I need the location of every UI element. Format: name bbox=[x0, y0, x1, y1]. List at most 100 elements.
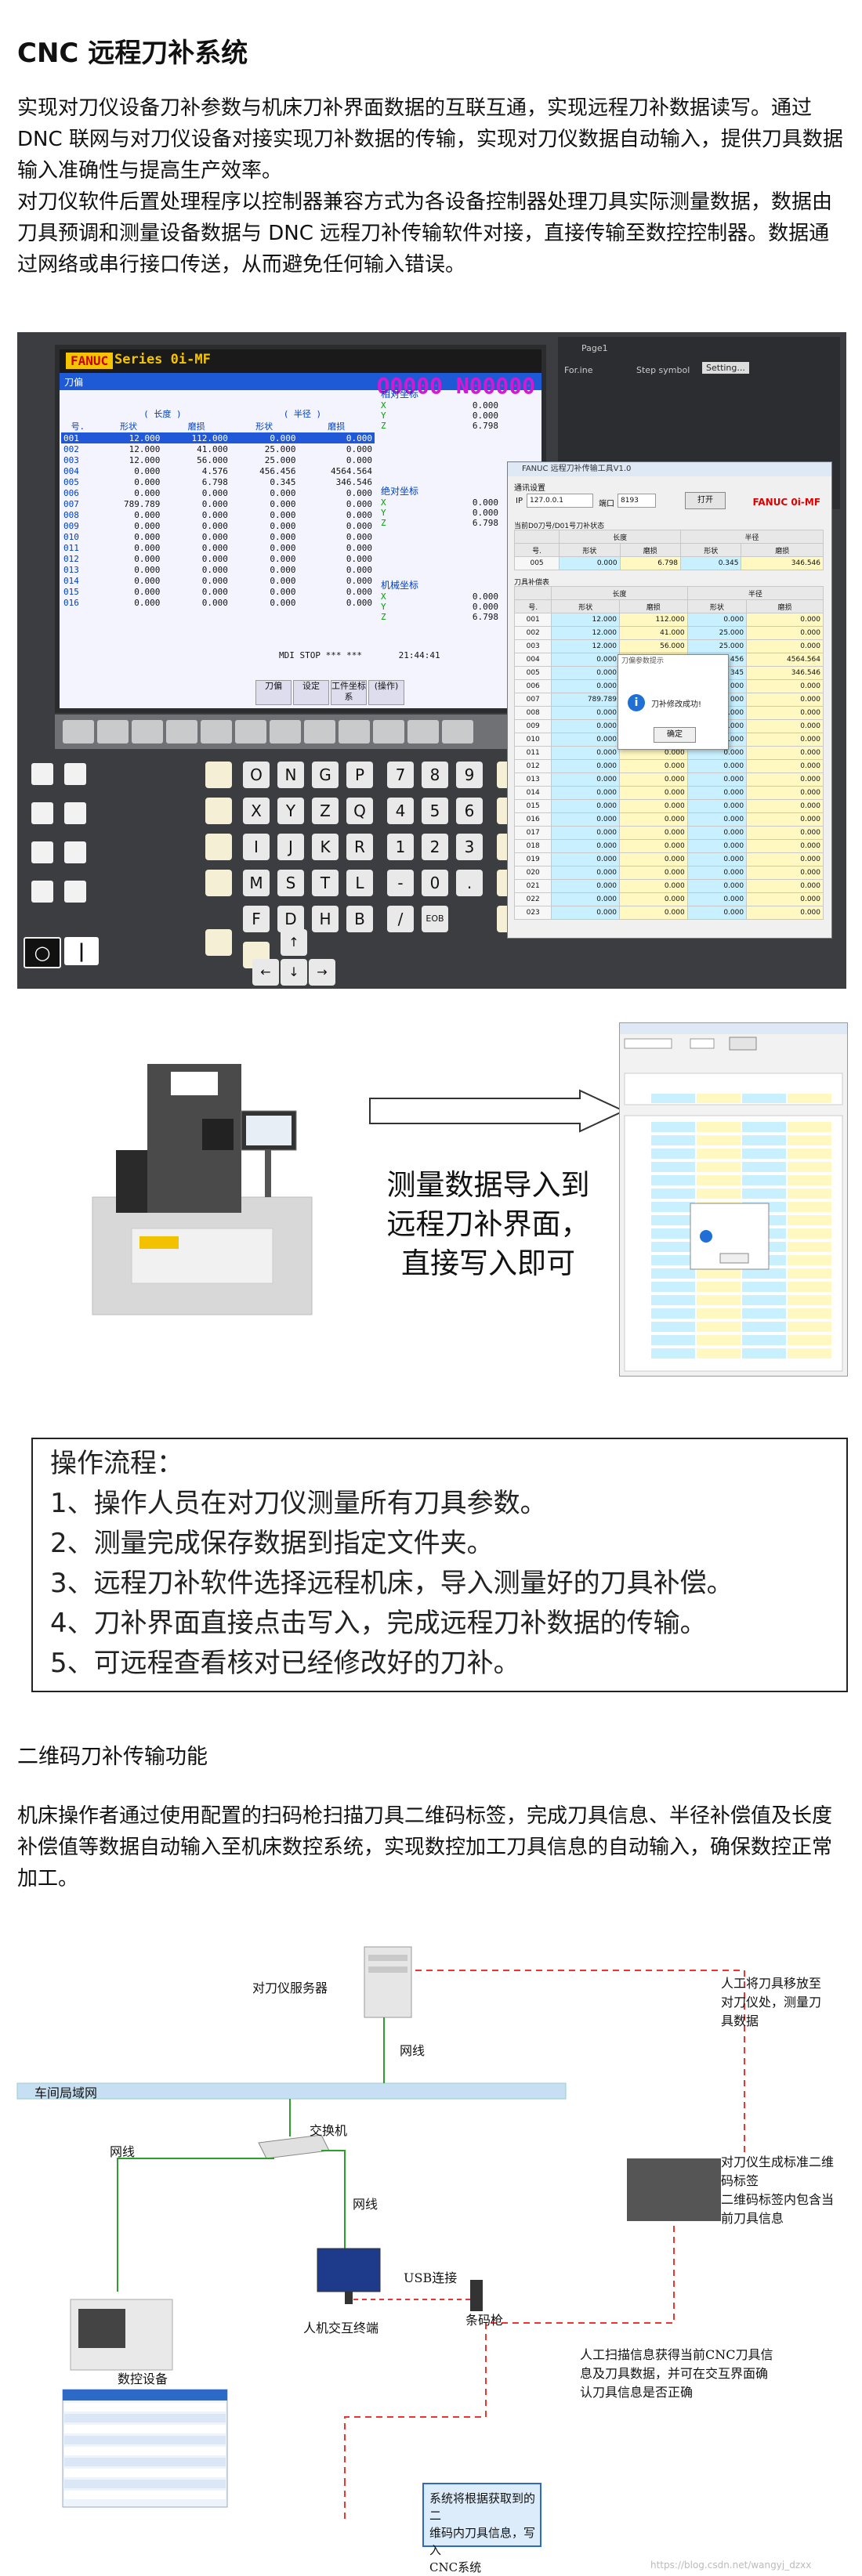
tool-offset-value[interactable]: 0.000 bbox=[619, 799, 688, 813]
softkey-right-icon[interactable] bbox=[442, 720, 473, 743]
tool-offset-value[interactable]: 0.000 bbox=[746, 812, 824, 827]
tool-offset-value[interactable]: 0.000 bbox=[746, 733, 824, 747]
can-key[interactable] bbox=[205, 870, 232, 896]
tool-offset-value[interactable]: 0.000 bbox=[686, 879, 748, 893]
tool-offset-value[interactable]: 0.000 bbox=[619, 852, 688, 867]
tool-offset-value[interactable]: 0.000 bbox=[746, 879, 824, 893]
tool-offset-value[interactable]: 0.000 bbox=[686, 852, 748, 867]
tool-offset-value[interactable]: 0.000 bbox=[746, 706, 824, 720]
tool-offset-value[interactable]: 0.000 bbox=[746, 826, 824, 840]
power-on-icon[interactable]: | bbox=[64, 937, 99, 965]
tool-offset-value[interactable]: 12.000 bbox=[551, 626, 621, 640]
op-key[interactable] bbox=[31, 802, 53, 824]
cur-len-wear[interactable]: 6.798 bbox=[619, 556, 682, 570]
op-key[interactable] bbox=[31, 841, 53, 863]
op-key[interactable] bbox=[64, 841, 86, 863]
softkey-blank[interactable] bbox=[97, 720, 129, 743]
tool-offset-value[interactable]: 0.000 bbox=[551, 653, 621, 667]
softkey-blank[interactable] bbox=[373, 720, 404, 743]
key-7[interactable]: 7 bbox=[387, 762, 414, 788]
tool-offset-value[interactable]: 346.546 bbox=[746, 666, 824, 680]
tool-offset-value[interactable]: 0.000 bbox=[551, 866, 621, 880]
tool-offset-value[interactable]: 0.000 bbox=[551, 892, 621, 906]
cur-len-shape[interactable]: 0.000 bbox=[559, 556, 621, 570]
key-x[interactable]: X bbox=[243, 798, 270, 824]
port-input[interactable]: 8193 bbox=[618, 494, 656, 508]
key-slash[interactable]: / bbox=[387, 906, 414, 932]
softkey-blank[interactable] bbox=[407, 720, 439, 743]
tool-offset-value[interactable]: 0.000 bbox=[746, 693, 824, 707]
tool-offset-value[interactable]: 0.000 bbox=[686, 759, 748, 773]
reset-key[interactable] bbox=[205, 762, 232, 788]
tool-offset-value[interactable]: 0.000 bbox=[619, 892, 688, 906]
tool-offset-value[interactable]: 0.000 bbox=[551, 839, 621, 853]
key-o[interactable]: O bbox=[243, 762, 270, 788]
key-y[interactable]: Y bbox=[277, 798, 304, 824]
dialog-ok-button[interactable]: 确定 bbox=[654, 727, 696, 743]
tool-offset-value[interactable]: 0.000 bbox=[686, 799, 748, 813]
open-button[interactable]: 打开 bbox=[685, 492, 726, 509]
special-key[interactable] bbox=[205, 929, 232, 956]
tool-offset-value[interactable]: 0.000 bbox=[551, 879, 621, 893]
key-n[interactable]: N bbox=[277, 762, 304, 788]
softkey-operation[interactable]: (操作) bbox=[368, 680, 404, 705]
cursor-right-icon[interactable]: → bbox=[309, 959, 335, 986]
power-off-icon[interactable]: ○ bbox=[24, 937, 61, 968]
tool-offset-value[interactable]: 0.000 bbox=[619, 879, 688, 893]
key-dot[interactable]: . bbox=[456, 870, 483, 896]
key-t[interactable]: T bbox=[312, 870, 339, 896]
tool-offset-value[interactable]: 0.000 bbox=[619, 906, 688, 920]
tool-offset-value[interactable]: 0.000 bbox=[746, 746, 824, 760]
key-s[interactable]: S bbox=[277, 870, 304, 896]
tool-offset-value[interactable]: 0.000 bbox=[686, 866, 748, 880]
tool-offset-value[interactable]: 0.000 bbox=[746, 613, 824, 627]
softkey-blank[interactable] bbox=[270, 720, 301, 743]
softkey-blank[interactable] bbox=[339, 720, 370, 743]
tool-offset-value[interactable]: 0.000 bbox=[746, 679, 824, 693]
softkey-offset[interactable]: 刀偏 bbox=[255, 680, 292, 705]
op-key[interactable] bbox=[31, 763, 53, 785]
softkey-blank[interactable] bbox=[132, 720, 163, 743]
tool-offset-value[interactable]: 0.000 bbox=[746, 786, 824, 800]
tool-offset-value[interactable]: 0.000 bbox=[619, 759, 688, 773]
tool-offset-value[interactable]: 0.000 bbox=[551, 772, 621, 787]
key-minus[interactable]: - bbox=[387, 870, 414, 896]
tool-offset-value[interactable]: 4564.564 bbox=[746, 653, 824, 667]
key-p[interactable]: P bbox=[346, 762, 373, 788]
key-d[interactable]: D bbox=[277, 906, 304, 932]
key-g[interactable]: G bbox=[312, 762, 339, 788]
key-1[interactable]: 1 bbox=[387, 834, 414, 860]
setting-button[interactable]: Setting... bbox=[702, 362, 749, 374]
ip-select[interactable]: 127.0.0.1 bbox=[527, 494, 593, 508]
tool-offset-value[interactable]: 0.000 bbox=[686, 613, 748, 627]
key-4[interactable]: 4 bbox=[387, 798, 414, 824]
tool-offset-value[interactable]: 0.000 bbox=[551, 826, 621, 840]
tool-offset-value[interactable]: 789.789 bbox=[551, 693, 621, 707]
tool-offset-value[interactable]: 0.000 bbox=[619, 812, 688, 827]
softkey-blank[interactable] bbox=[166, 720, 197, 743]
tool-offset-value[interactable]: 0.000 bbox=[551, 666, 621, 680]
tool-offset-value[interactable]: 0.000 bbox=[746, 719, 824, 733]
tool-offset-value[interactable]: 25.000 bbox=[686, 626, 748, 640]
tool-offset-value[interactable]: 0.000 bbox=[746, 866, 824, 880]
tool-offset-value[interactable]: 12.000 bbox=[551, 639, 621, 653]
tool-offset-value[interactable]: 0.000 bbox=[551, 852, 621, 867]
key-h[interactable]: H bbox=[312, 906, 339, 932]
op-key[interactable] bbox=[64, 763, 86, 785]
